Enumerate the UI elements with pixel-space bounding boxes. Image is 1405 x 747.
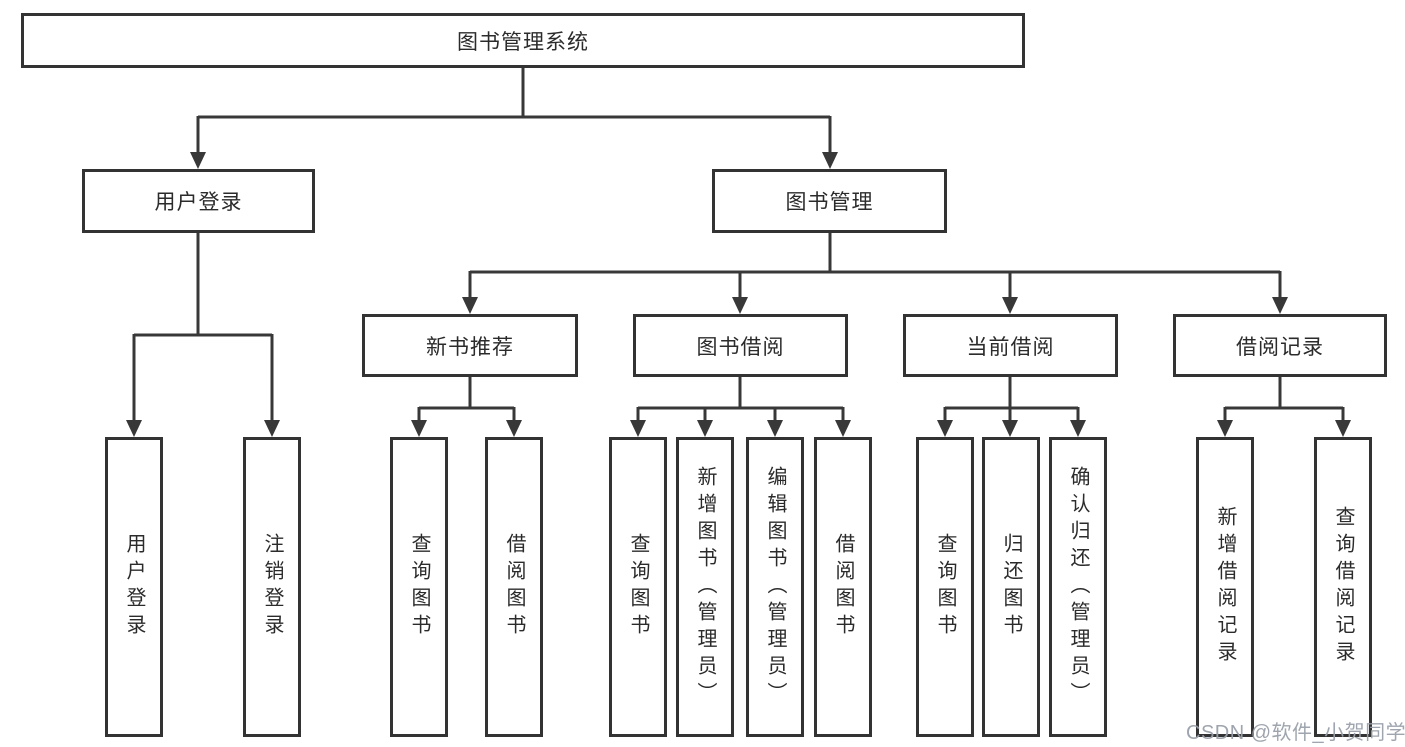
leaf-query-books-borrow: 查询图书 <box>609 437 667 737</box>
node-current-borrowing: 当前借阅 <box>903 314 1118 377</box>
leaf-query-borrow-record: 查询借阅记录 <box>1314 437 1372 737</box>
node-borrow-records: 借阅记录 <box>1173 314 1387 377</box>
leaf-user-login: 用户登录 <box>105 437 163 737</box>
csdn-watermark: CSDN @软件_小贺同学 <box>1186 722 1405 744</box>
node-book-management: 图书管理 <box>712 169 947 233</box>
leaf-return-books: 归还图书 <box>982 437 1040 737</box>
leaf-query-books-rec: 查询图书 <box>390 437 448 737</box>
leaf-borrow-books-rec: 借阅图书 <box>485 437 543 737</box>
leaf-add-books-admin: 新增图书（管理员） <box>676 437 734 737</box>
node-new-book-recommendation: 新书推荐 <box>362 314 578 377</box>
leaf-edit-books-admin: 编辑图书（管理员） <box>746 437 804 737</box>
leaf-borrow-books: 借阅图书 <box>814 437 872 737</box>
node-user-login: 用户登录 <box>82 169 315 233</box>
leaf-query-books-current: 查询图书 <box>916 437 974 737</box>
leaf-add-borrow-record: 新增借阅记录 <box>1196 437 1254 737</box>
node-root-system: 图书管理系统 <box>21 13 1025 68</box>
leaf-logout: 注销登录 <box>243 437 301 737</box>
node-book-borrowing: 图书借阅 <box>633 314 848 377</box>
leaf-confirm-return-admin: 确认归还（管理员） <box>1049 437 1107 737</box>
